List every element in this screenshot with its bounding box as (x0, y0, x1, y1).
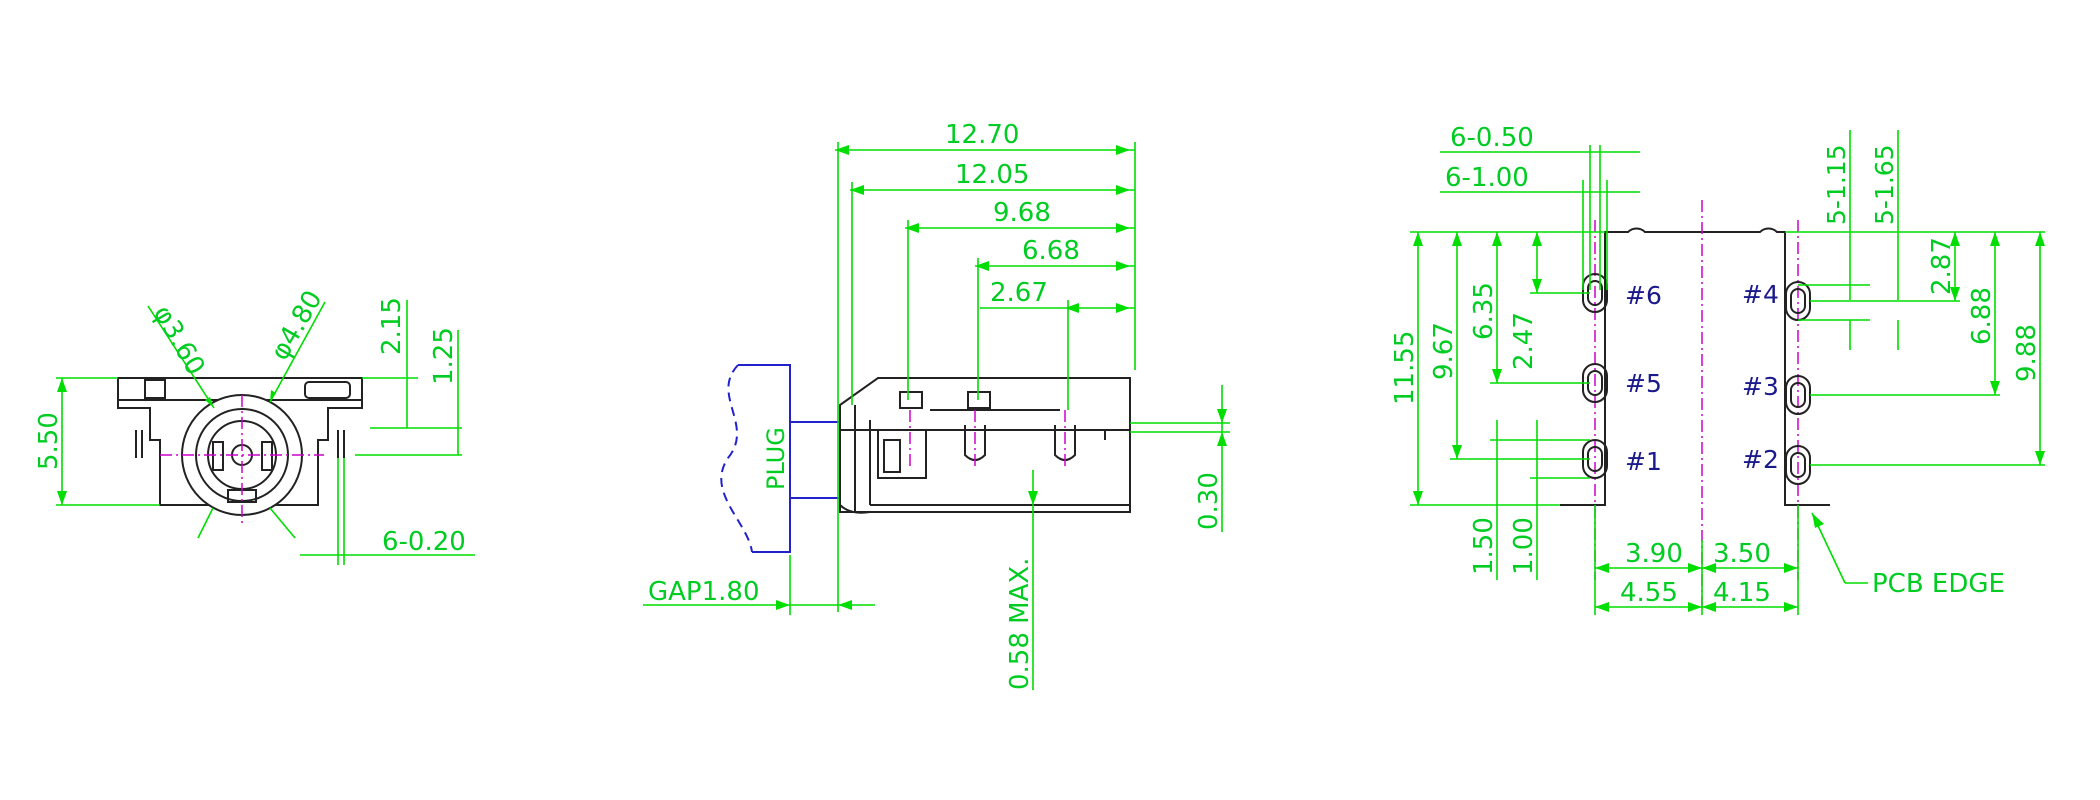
dim-dia-large: φ4.80 (265, 286, 329, 366)
dim-len-1270: 12.70 (945, 120, 1019, 150)
plug-label: PLUG (762, 427, 790, 490)
dim-h-550: 5.50 (34, 412, 64, 470)
dim-len-968: 9.68 (993, 198, 1051, 228)
side-body-outline (839, 377, 1131, 513)
dim-v-1155: 11.55 (1390, 331, 1420, 405)
dim-v-100: 1.00 (1509, 517, 1539, 575)
dim-v-287: 2.87 (1927, 237, 1957, 295)
side-view: PLUG 12.70 12.05 9.68 6.68 2.67 GA (643, 120, 1230, 690)
plug-outline (738, 364, 791, 553)
dim-h-415: 4.15 (1713, 578, 1771, 608)
pin-label-5: #5 (1625, 369, 1662, 398)
dim-pin-width: 6-0.20 (382, 527, 466, 557)
dim-slot-165: 5-1.65 (1870, 144, 1899, 225)
dim-max-058: 0.58 MAX. (1005, 558, 1035, 690)
dim-len-668: 6.68 (1022, 236, 1080, 266)
pcb-view: #6 #5 #1 #4 #3 #2 6-0.50 6-1.00 (1390, 123, 2045, 615)
pin-label-6: #6 (1625, 281, 1662, 310)
dim-h-125: 1.25 (429, 327, 459, 385)
pin-label-3: #3 (1742, 372, 1779, 401)
dim-v-988: 9.88 (2012, 324, 2042, 382)
dim-v-635: 6.35 (1469, 282, 1499, 340)
dim-len-1205: 12.05 (955, 160, 1029, 190)
dim-slot-115: 5-1.15 (1822, 144, 1851, 225)
dim-h-030: 0.30 (1194, 472, 1224, 530)
dim-v-967: 9.67 (1429, 322, 1459, 380)
dim-v-688: 6.88 (1967, 287, 1997, 345)
dim-h-350: 3.50 (1713, 539, 1771, 569)
dim-gap: GAP1.80 (648, 577, 760, 607)
pin-label-4: #4 (1742, 280, 1779, 309)
dim-dia-small: φ3.60 (147, 301, 211, 381)
pin-label-2: #2 (1742, 445, 1779, 474)
dim-slot-050: 6-0.50 (1450, 123, 1534, 153)
dim-h-390: 3.90 (1625, 539, 1683, 569)
front-view: φ3.60 φ4.80 2.15 1.25 5.50 6-0.20 (34, 286, 475, 565)
dim-v-150: 1.50 (1469, 517, 1499, 575)
dim-h-215: 2.15 (377, 297, 407, 355)
dim-v-247: 2.47 (1509, 312, 1539, 370)
side-latch (877, 429, 927, 479)
pcb-edge-label: PCB EDGE (1872, 569, 2005, 599)
dim-slot-100: 6-1.00 (1445, 163, 1529, 193)
dim-h-455: 4.55 (1620, 578, 1678, 608)
dim-len-267: 2.67 (990, 278, 1048, 308)
pin-label-1: #1 (1625, 447, 1662, 476)
